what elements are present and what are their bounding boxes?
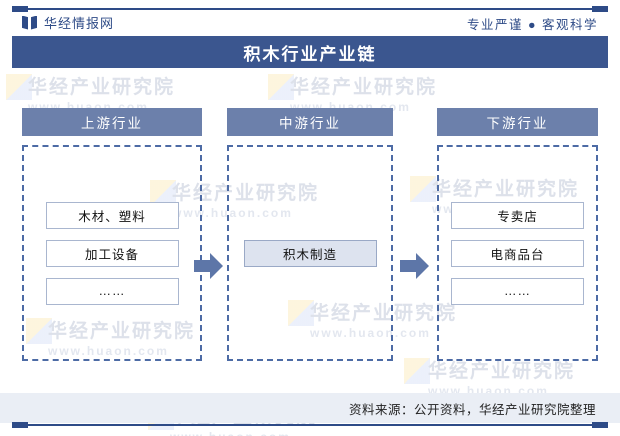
column-header-label: 中游行业 — [279, 116, 341, 131]
list-item-label: 木材、塑料 — [78, 209, 146, 224]
column-header-label: 下游行业 — [486, 116, 549, 131]
list-item: …… — [451, 277, 584, 305]
column-header-downstream: 下游行业 — [437, 108, 598, 136]
brand: 华经情报网 — [22, 13, 114, 32]
column-midstream: 中游行业 积木制造 — [227, 108, 393, 361]
list-item: 电商品台 — [451, 239, 584, 267]
column-downstream: 下游行业 专卖店 电商品台 …… — [437, 108, 598, 361]
footer: 资料来源：公开资料，华经产业研究院整理 — [0, 393, 620, 423]
column-header-midstream: 中游行业 — [227, 108, 393, 136]
page-title-text: 积木行业产业链 — [243, 44, 377, 64]
column-body-downstream: 专卖店 电商品台 …… — [437, 145, 598, 361]
list-item: …… — [45, 277, 179, 305]
brand-bar: 华经情报网 专业严谨 ● 客观科学 — [0, 11, 620, 36]
list-item-label: 加工设备 — [84, 247, 139, 262]
book-logo-icon — [22, 15, 37, 30]
top-rule — [12, 6, 608, 12]
column-header-upstream: 上游行业 — [22, 108, 202, 136]
list-item: 专卖店 — [451, 201, 584, 229]
bottom-rule — [12, 422, 608, 428]
right-arrow-icon — [400, 252, 429, 280]
source-note: 资料来源：公开资料，华经产业研究院整理 — [348, 402, 596, 417]
column-upstream: 上游行业 木材、塑料 加工设备 …… — [22, 108, 202, 361]
list-item-label: …… — [504, 284, 531, 298]
list-item-label: 积木制造 — [282, 247, 337, 262]
column-body-midstream: 积木制造 — [227, 145, 393, 361]
list-item: 加工设备 — [45, 239, 179, 267]
column-body-upstream: 木材、塑料 加工设备 …… — [22, 145, 202, 361]
list-item: 木材、塑料 — [45, 201, 179, 229]
slogan: 专业严谨 ● 客观科学 — [467, 18, 598, 32]
right-arrow-icon — [194, 252, 223, 280]
list-item-label: 电商品台 — [490, 247, 545, 262]
brand-name: 华经情报网 — [44, 16, 115, 31]
list-item-label: …… — [98, 284, 126, 298]
column-header-label: 上游行业 — [81, 116, 143, 131]
page-title: 积木行业产业链 — [12, 36, 608, 68]
list-item-label: 专卖店 — [497, 209, 538, 224]
list-item: 积木制造 — [243, 239, 377, 267]
